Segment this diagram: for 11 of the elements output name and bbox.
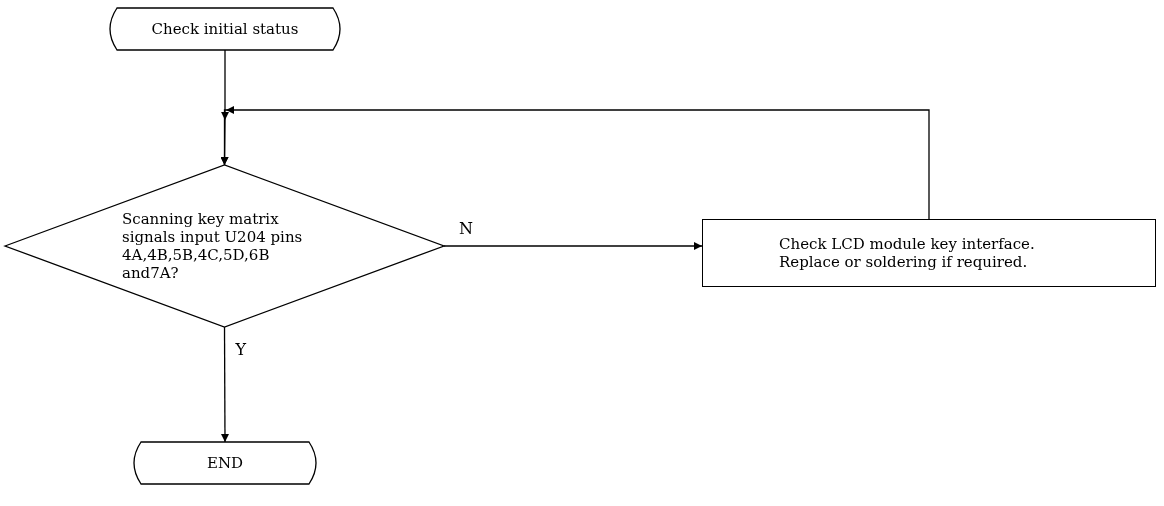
arrow <box>220 326 229 443</box>
node-text: Scanning key matrix signals input U204 pins 4A,4B,5B,4C,5D,6B and7A? <box>122 210 304 282</box>
terminal-shape <box>107 8 343 50</box>
node-text: Check LCD module key interface. Replace or soldering if required. <box>779 235 1036 271</box>
terminal-shape <box>131 442 319 484</box>
decision-diamond <box>5 165 444 327</box>
node-text: Check initial status <box>150 20 300 38</box>
arrow <box>443 242 703 250</box>
node-text: END <box>205 454 245 472</box>
arrow <box>220 109 930 220</box>
process-box <box>702 219 1156 287</box>
